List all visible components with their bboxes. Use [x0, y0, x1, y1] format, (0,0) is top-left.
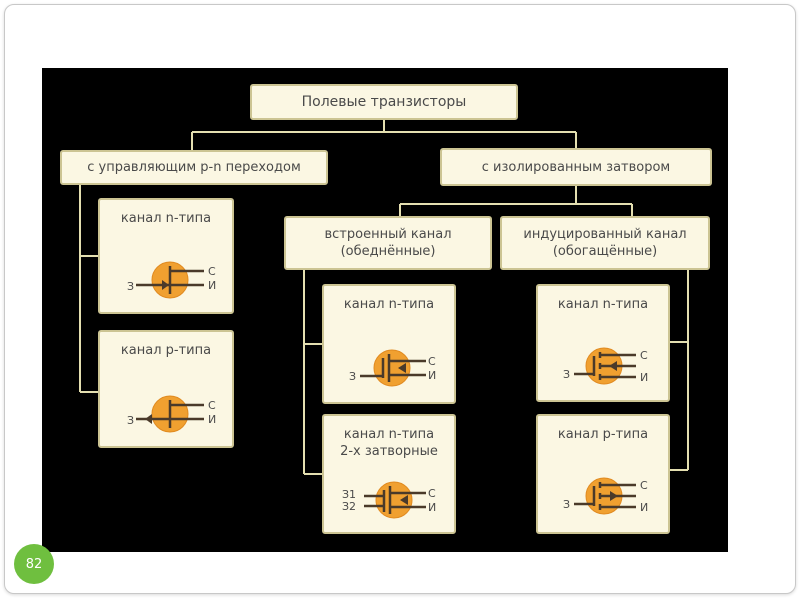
card-label-block: канал n-типа 2-х затворные — [324, 426, 454, 460]
card-label: канал n-типа — [343, 297, 435, 312]
card-label: канал p-типа — [120, 343, 212, 358]
jfet-branch-box: с управляющим p-n переходом — [60, 150, 328, 185]
gate-pin-label: З — [349, 370, 356, 383]
mosfet-branch-box: с изолированным затвором — [440, 148, 712, 186]
card-enhancement-p: канал p-типа З С И — [536, 414, 670, 534]
card-jfet-p: канал p-типа З С И — [98, 330, 234, 448]
depletion-n-mosfet-symbol-icon: З С И — [349, 349, 436, 387]
gate-pin-label: З — [127, 280, 134, 293]
induced-channel-line1: индуцированный канал — [523, 227, 687, 242]
card-label: канал n-типа — [557, 297, 649, 312]
dual-gate-mosfet-symbol-icon: З1 З2 С И — [342, 481, 436, 519]
built-in-channel-box: встроенный канал (обеднённые) — [284, 216, 492, 270]
source-pin-label: И — [640, 371, 648, 384]
card-jfet-n: канал n-типа З С И — [98, 198, 234, 314]
enhancement-n-mosfet-symbol-icon: З С И — [563, 347, 648, 385]
card-label: канал n-типа — [120, 211, 212, 226]
card-enhancement-n: канал n-типа З С И — [536, 284, 670, 402]
source-pin-label: И — [428, 501, 436, 514]
induced-channel-box: индуцированный канал (обогащённые) — [500, 216, 710, 270]
drain-pin-label: С — [428, 487, 436, 500]
enhancement-p-mosfet-symbol-icon: З С И — [563, 477, 648, 515]
source-pin-label: И — [640, 501, 648, 514]
jfet-n-symbol-icon: З С И — [127, 261, 216, 299]
jfet-p-symbol-icon: З С И — [127, 395, 216, 433]
drain-pin-label: С — [208, 399, 216, 412]
drain-pin-label: С — [640, 349, 648, 362]
built-in-channel-line1: встроенный канал — [324, 227, 452, 242]
diagram-panel: Полевые транзисторы с управляющим p-n пе… — [42, 68, 728, 552]
source-pin-label: И — [208, 413, 216, 426]
connector-lines — [79, 120, 689, 475]
card-label-line2: 2-х затворные — [340, 444, 438, 459]
source-pin-label: И — [208, 279, 216, 292]
gate-pin-label: З — [563, 498, 570, 511]
source-pin-label: И — [428, 369, 436, 382]
card-label: канал p-типа — [557, 427, 649, 442]
built-in-channel-line2: (обеднённые) — [340, 244, 436, 259]
title-box: Полевые транзисторы — [250, 84, 518, 120]
drain-pin-label: С — [640, 479, 648, 492]
gate2-pin-label: З2 — [342, 500, 356, 513]
card-depletion-n-dual-gate: канал n-типа 2-х затворные З1 З2 С И — [322, 414, 456, 534]
drain-pin-label: С — [428, 355, 436, 368]
induced-channel-line2: (обогащённые) — [552, 244, 658, 259]
gate-pin-label: З — [127, 414, 134, 427]
gate-pin-label: З — [563, 368, 570, 381]
drain-pin-label: С — [208, 265, 216, 278]
card-depletion-n: канал n-типа З С И — [322, 284, 456, 404]
card-label-line1: канал n-типа — [343, 427, 435, 442]
gate1-pin-label: З1 — [342, 488, 356, 501]
page-number-badge: 82 — [14, 544, 54, 584]
